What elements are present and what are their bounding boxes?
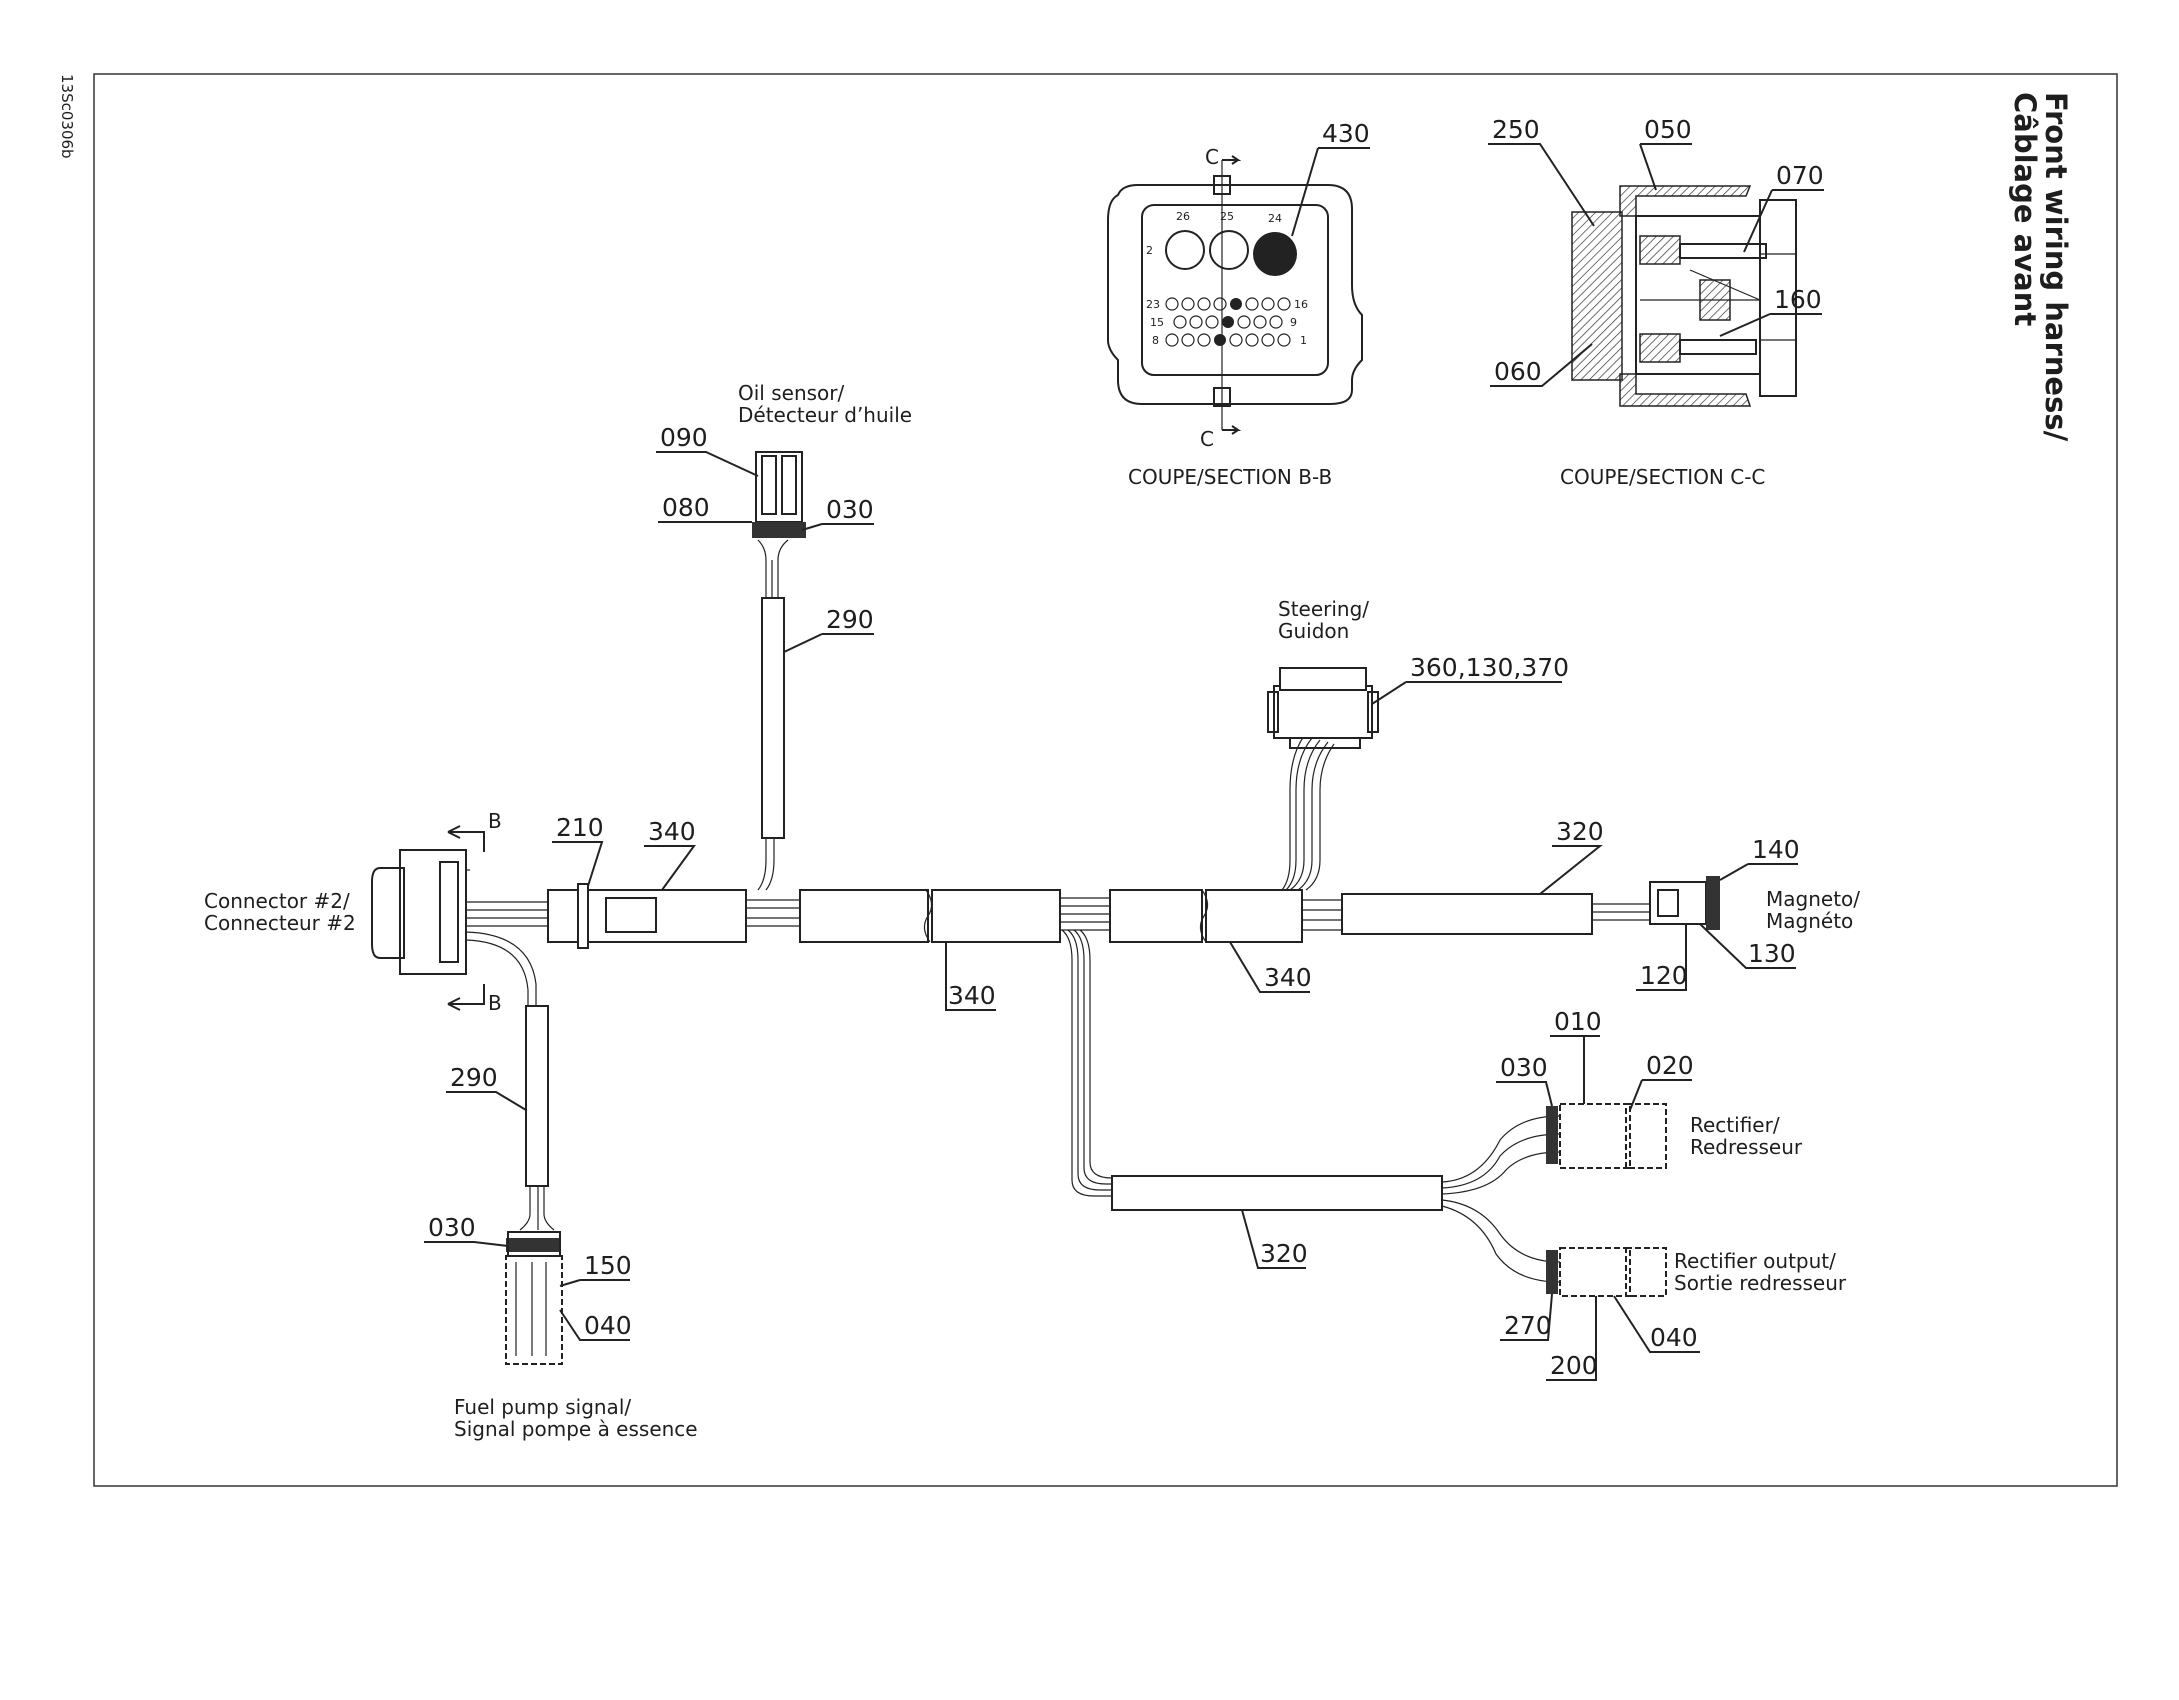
pin-25: 25 [1220, 210, 1234, 223]
section-b-mark-bottom: B [488, 991, 502, 1015]
magneto-connector: Magneto/ Magnéto 320 140 130 120 [1539, 817, 1860, 991]
section-c-c-view: 250 050 070 160 060 COUPE/SECTION C-C [1488, 115, 1824, 489]
callout-150: 150 [584, 1251, 632, 1280]
callout-250: 250 [1492, 115, 1540, 144]
magneto-label-line-2: Magnéto [1766, 909, 1853, 933]
connector-2-label-line-2: Connecteur #2 [204, 911, 356, 935]
pin-row-3 [1165, 333, 1291, 347]
section-b-b-view: C C 26 25 24 2 23 16 15 [1107, 119, 1370, 489]
callout-290-oil: 290 [826, 605, 874, 634]
pin-16: 16 [1294, 298, 1308, 311]
fuel-pump-label-line-1: Fuel pump signal/ [454, 1395, 631, 1419]
callout-090: 090 [660, 423, 708, 452]
callout-020: 020 [1646, 1051, 1694, 1080]
callout-290-fuel: 290 [450, 1063, 498, 1092]
main-harness-trunk [460, 883, 1650, 949]
connector-2: Connector #2/ Connecteur #2 B B [204, 809, 502, 1015]
callout-340-top: 340 [648, 817, 696, 846]
pin-row-1 [1165, 297, 1291, 311]
callout-130: 130 [1748, 939, 1796, 968]
drawing-title: Front wiring harness/ Câblage avant [2008, 92, 2073, 442]
section-b-b-caption: COUPE/SECTION B-B [1128, 465, 1332, 489]
title-line-1: Front wiring harness/ [2039, 92, 2073, 442]
callout-140: 140 [1752, 835, 1800, 864]
callout-010: 010 [1554, 1007, 1602, 1036]
callout-030-fuel: 030 [428, 1213, 476, 1242]
callout-040-rectifier: 040 [1650, 1323, 1698, 1352]
magneto-label-line-1: Magneto/ [1766, 887, 1860, 911]
section-c-mark-bottom: C [1200, 427, 1214, 451]
callout-060: 060 [1494, 357, 1542, 386]
pin-9: 9 [1290, 316, 1297, 329]
oil-sensor-label-line-2: Détecteur d’huile [738, 403, 912, 427]
callout-160: 160 [1774, 285, 1822, 314]
steering-label-line-2: Guidon [1278, 619, 1349, 643]
rectifier-label-line-2: Redresseur [1690, 1135, 1803, 1159]
callout-050: 050 [1644, 115, 1692, 144]
pin-2: 2 [1146, 244, 1153, 257]
callout-030-rectifier: 030 [1500, 1053, 1548, 1082]
section-c-c-caption: COUPE/SECTION C-C [1560, 465, 1765, 489]
fuel-pump-branch: Fuel pump signal/ Signal pompe à essence… [424, 931, 698, 1441]
callout-080: 080 [662, 493, 710, 522]
callout-270: 270 [1504, 1311, 1552, 1340]
callout-320-top: 320 [1556, 817, 1604, 846]
section-c-mark-top: C [1205, 145, 1219, 169]
pin-24: 24 [1268, 212, 1282, 225]
callout-360-130-370: 360,130,370 [1410, 653, 1569, 682]
title-line-2: Câblage avant [2008, 92, 2042, 326]
rectifier-label-line-1: Rectifier/ [1690, 1113, 1780, 1137]
callout-200: 200 [1550, 1351, 1598, 1380]
callout-210: 210 [556, 813, 604, 842]
drawing-frame [93, 73, 2118, 1487]
connector-2-label-line-1: Connector #2/ [204, 889, 350, 913]
oil-sensor-branch: Oil sensor/ Détecteur d’huile 090 080 03… [656, 381, 912, 891]
drawing-code: 13Sc0306b [58, 74, 76, 159]
callout-340-right: 340 [1264, 963, 1312, 992]
callout-070: 070 [1776, 161, 1824, 190]
steering-label-line-1: Steering/ [1278, 597, 1369, 621]
steering-branch: Steering/ Guidon 360,130,370 [1267, 597, 1569, 891]
pin-26: 26 [1176, 210, 1190, 223]
callout-340-middle: 340 [948, 981, 996, 1010]
fuel-pump-label-line-2: Signal pompe à essence [454, 1417, 698, 1441]
pin-23: 23 [1146, 298, 1160, 311]
section-b-mark-top: B [488, 809, 502, 833]
pin-row-2 [1173, 315, 1283, 329]
rectifier-output-label-line-1: Rectifier output/ [1674, 1249, 1836, 1273]
oil-sensor-label-line-1: Oil sensor/ [738, 381, 844, 405]
pin-15: 15 [1150, 316, 1164, 329]
rectifier-branch: Rectifier/ Redresseur Rectifier output/ … [1061, 929, 1847, 1381]
callout-040-fuel: 040 [584, 1311, 632, 1340]
rectifier-output-label-line-2: Sortie redresseur [1674, 1271, 1847, 1295]
callout-320-bottom: 320 [1260, 1239, 1308, 1268]
pin-1: 1 [1300, 334, 1307, 347]
callout-430: 430 [1322, 119, 1370, 148]
callout-030-oil: 030 [826, 495, 874, 524]
pin-8: 8 [1152, 334, 1159, 347]
callout-120: 120 [1640, 961, 1688, 990]
